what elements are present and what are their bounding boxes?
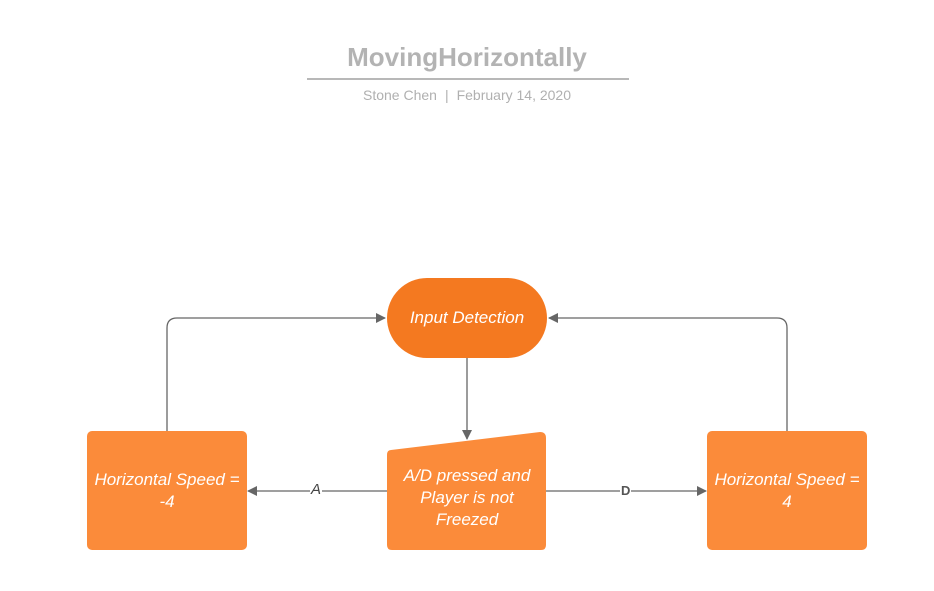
condition-label: A/D pressed and Player is not Freezed xyxy=(403,466,531,529)
edge-label-d: D xyxy=(620,483,632,499)
edge-left-to-input xyxy=(166,313,386,431)
condition-node xyxy=(387,432,546,550)
subtitle: Stone Chen | February 14, 2020 xyxy=(0,87,934,103)
subtitle-separator: | xyxy=(444,87,449,103)
author: Stone Chen xyxy=(363,87,437,103)
speed-left-label: Horizontal Speed = -4 xyxy=(94,469,240,511)
date: February 14, 2020 xyxy=(456,87,571,103)
speed-right-label: Horizontal Speed = 4 xyxy=(714,469,860,511)
input-detection-node xyxy=(387,278,547,358)
edge-label-a: A xyxy=(310,481,323,498)
speed-left-node xyxy=(87,431,247,550)
page-title: MovingHorizontally xyxy=(347,42,587,72)
speed-right-node xyxy=(707,431,867,550)
edge-right-to-input xyxy=(548,313,788,431)
input-detection-label: Input Detection xyxy=(409,308,525,327)
title-underline xyxy=(307,78,629,80)
